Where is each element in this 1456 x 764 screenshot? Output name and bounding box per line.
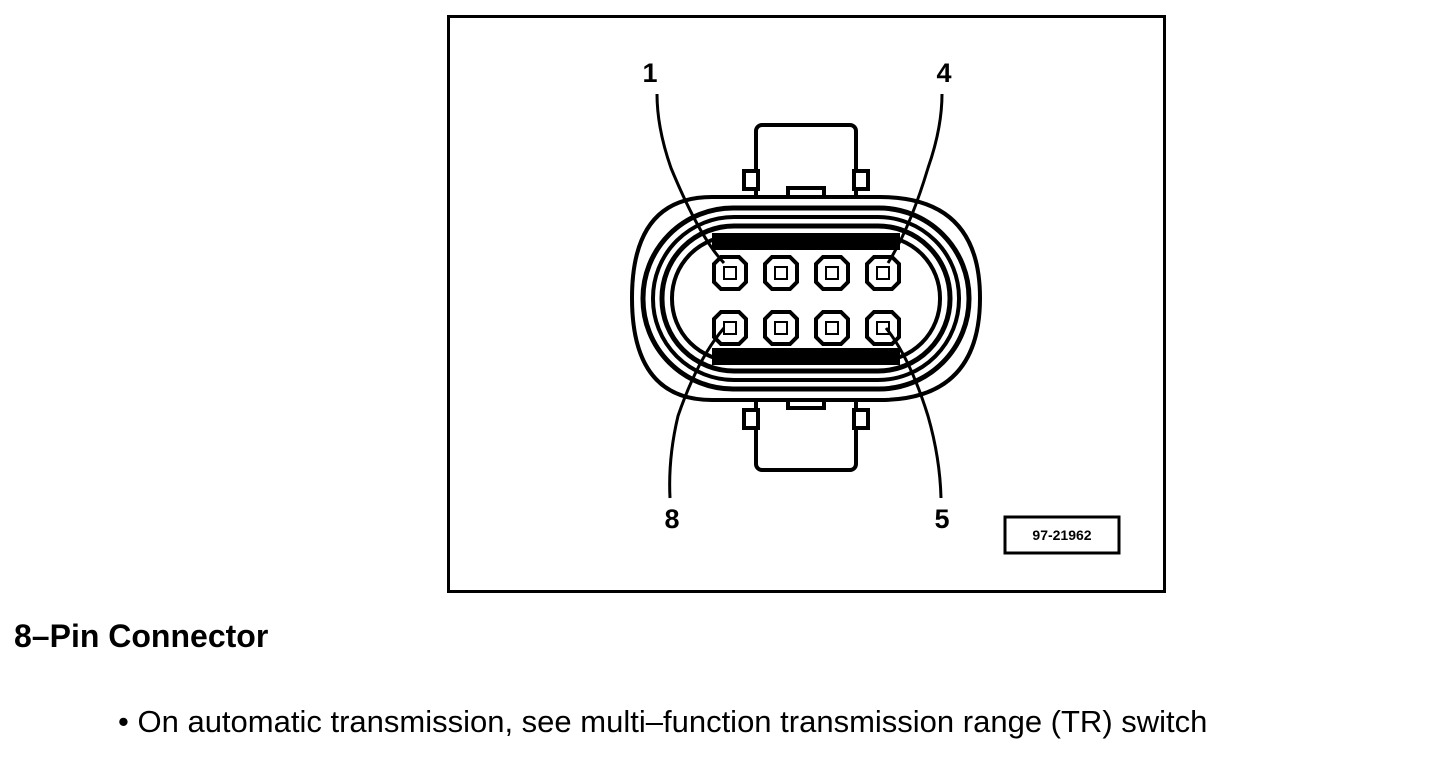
pin-label-1: 1 bbox=[642, 58, 657, 88]
bullet-glyph: • bbox=[118, 704, 129, 739]
pin-contact-bottom-2 bbox=[774, 321, 788, 335]
pin-contact-top-1 bbox=[723, 266, 737, 280]
leader-line-pin-5 bbox=[884, 327, 943, 499]
pin-cavity-top-3 bbox=[814, 255, 850, 291]
pin-cavity-top-1 bbox=[712, 255, 748, 291]
leader-line-pin-1 bbox=[655, 93, 726, 265]
connector-figure: 1 4 8 5 97-21962 bbox=[447, 15, 1166, 593]
note-text: On automatic transmission, see multi–fun… bbox=[137, 704, 1208, 739]
pin-cavity-bottom-2 bbox=[763, 310, 799, 346]
leader-line-pin-8 bbox=[668, 327, 726, 499]
pin-cavity-bottom-3 bbox=[814, 310, 850, 346]
pin-cavity-bottom-1 bbox=[712, 310, 748, 346]
figure-caption: 8–Pin Connector bbox=[14, 618, 269, 654]
connector-housing bbox=[640, 205, 972, 392]
leader-line-pin-4 bbox=[886, 93, 944, 264]
upper-band bbox=[712, 233, 900, 250]
pin-label-8: 8 bbox=[664, 504, 679, 534]
note-line: • On automatic transmission, see multi–f… bbox=[118, 702, 1207, 742]
connector-diagram: 1 4 8 5 97-21962 bbox=[629, 58, 1121, 555]
pin-contact-bottom-4 bbox=[876, 321, 890, 335]
pin-contact-top-3 bbox=[825, 266, 839, 280]
pin-label-4: 4 bbox=[936, 58, 951, 88]
pin-contact-top-4 bbox=[876, 266, 890, 280]
pin-cavities bbox=[712, 255, 901, 346]
pin-contact-bottom-3 bbox=[825, 321, 839, 335]
figure-id: 97-21962 bbox=[1032, 527, 1091, 543]
figure-id-box bbox=[1003, 515, 1121, 555]
pin-cavity-top-2 bbox=[763, 255, 799, 291]
pin-cavity-top-4 bbox=[865, 255, 901, 291]
pin-label-5: 5 bbox=[934, 504, 949, 534]
pin-contact-top-2 bbox=[774, 266, 788, 280]
leader-lines bbox=[655, 93, 944, 499]
lower-band bbox=[712, 348, 900, 365]
